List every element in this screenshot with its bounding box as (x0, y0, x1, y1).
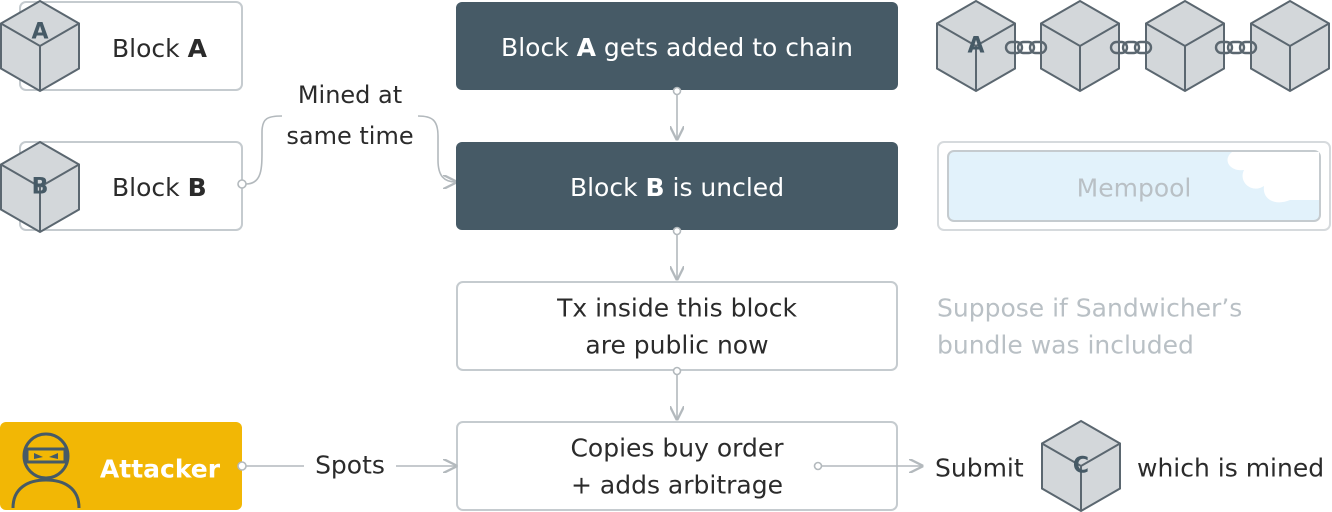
ninja-icon (11, 432, 81, 509)
block-b-cube-letter: B (32, 175, 49, 200)
attacker-card-bg (0, 422, 242, 510)
chain-link-icon (1004, 40, 1048, 55)
flow-step2-bold: B (646, 173, 665, 202)
chain-link-icon (1214, 40, 1258, 55)
flow-step4-line2: + adds arbitrage (571, 471, 783, 500)
mempool-wave (1227, 152, 1319, 203)
submit-connector (813, 463, 923, 470)
mempool-inner (947, 150, 1321, 222)
flow-arrow-2 (674, 226, 681, 280)
mempool-box: Mempool (937, 141, 1331, 231)
flow-step-block-a-added: Block A gets added to chain (456, 2, 898, 90)
submit-label: Submit (935, 454, 1024, 483)
flow-step1-text: Block A gets added to chain (501, 33, 853, 62)
block-a-label: Block A (112, 34, 208, 63)
spots-label: Spots (315, 451, 385, 480)
mined-at-same-time-connector: Mined at same time (237, 81, 456, 189)
attacker-card: Attacker (0, 422, 242, 510)
block-a-label-prefix: Block (112, 34, 188, 63)
attacker-label: Attacker (100, 455, 221, 484)
flow-step2-text: Block B is uncled (570, 173, 784, 202)
block-a-card: A Block A (0, 0, 243, 92)
mined-note-line2: same time (286, 122, 413, 150)
block-a-label-bold: A (188, 34, 208, 63)
block-b-card: B Block B (0, 141, 243, 233)
suppose-note-line1: Suppose if Sandwicher’s (937, 294, 1242, 323)
flow-step1-box (456, 2, 898, 90)
block-b-cube-icon: B (0, 141, 80, 233)
flow-step-block-b-uncled: Block B is uncled (456, 142, 898, 230)
block-b-label: Block B (112, 173, 207, 202)
flow-step-tx-public: Tx inside this block are public now (456, 281, 898, 371)
connector-arrow-right (417, 115, 456, 182)
suppose-note: Suppose if Sandwicher’s bundle was inclu… (937, 294, 1242, 360)
submit-suffix: which is mined (1137, 454, 1324, 483)
block-b-label-prefix: Block (112, 173, 188, 202)
chain-link-icon (1109, 40, 1153, 55)
connector-dot (237, 179, 247, 189)
flow-arrow-1 (674, 86, 681, 140)
flow-step3-line2: are public now (585, 331, 768, 360)
flow-arrow-3 (674, 366, 681, 420)
mined-note-line1: Mined at (298, 81, 402, 109)
flow-step1-suffix: gets added to chain (596, 33, 853, 62)
flow-step4-line1: Copies buy order (570, 434, 784, 463)
block-c-cube-letter: C (1073, 454, 1089, 479)
mempool-label: Mempool (1077, 174, 1192, 203)
block-a-cube-icon: A (0, 0, 80, 92)
chain-cube-a-icon: A (936, 0, 1016, 92)
flow-step2-suffix: is uncled (665, 173, 785, 202)
flow-step2-box (456, 142, 898, 230)
chain-cube-a-letter: A (967, 34, 984, 59)
block-c-cube-icon: C (1041, 420, 1121, 512)
block-b-label-bold: B (188, 173, 207, 202)
chain-cube-2-icon (1040, 0, 1120, 92)
chain-cube-3-icon (1145, 0, 1225, 92)
spots-connector: Spots (237, 451, 456, 480)
blockchain-cubes: A (936, 0, 1330, 92)
flow-step-copies-buy-order: Copies buy order + adds arbitrage (456, 421, 898, 511)
flow-step3-line1: Tx inside this block (556, 294, 797, 323)
flow-step1-prefix: Block (501, 33, 577, 62)
chain-cube-4-icon (1250, 0, 1330, 92)
flow-step1-bold: A (577, 33, 597, 62)
connector-line-left (245, 115, 283, 185)
block-a-cube-letter: A (31, 20, 48, 45)
flow-step2-prefix: Block (570, 173, 646, 202)
suppose-note-line2: bundle was included (937, 331, 1194, 360)
